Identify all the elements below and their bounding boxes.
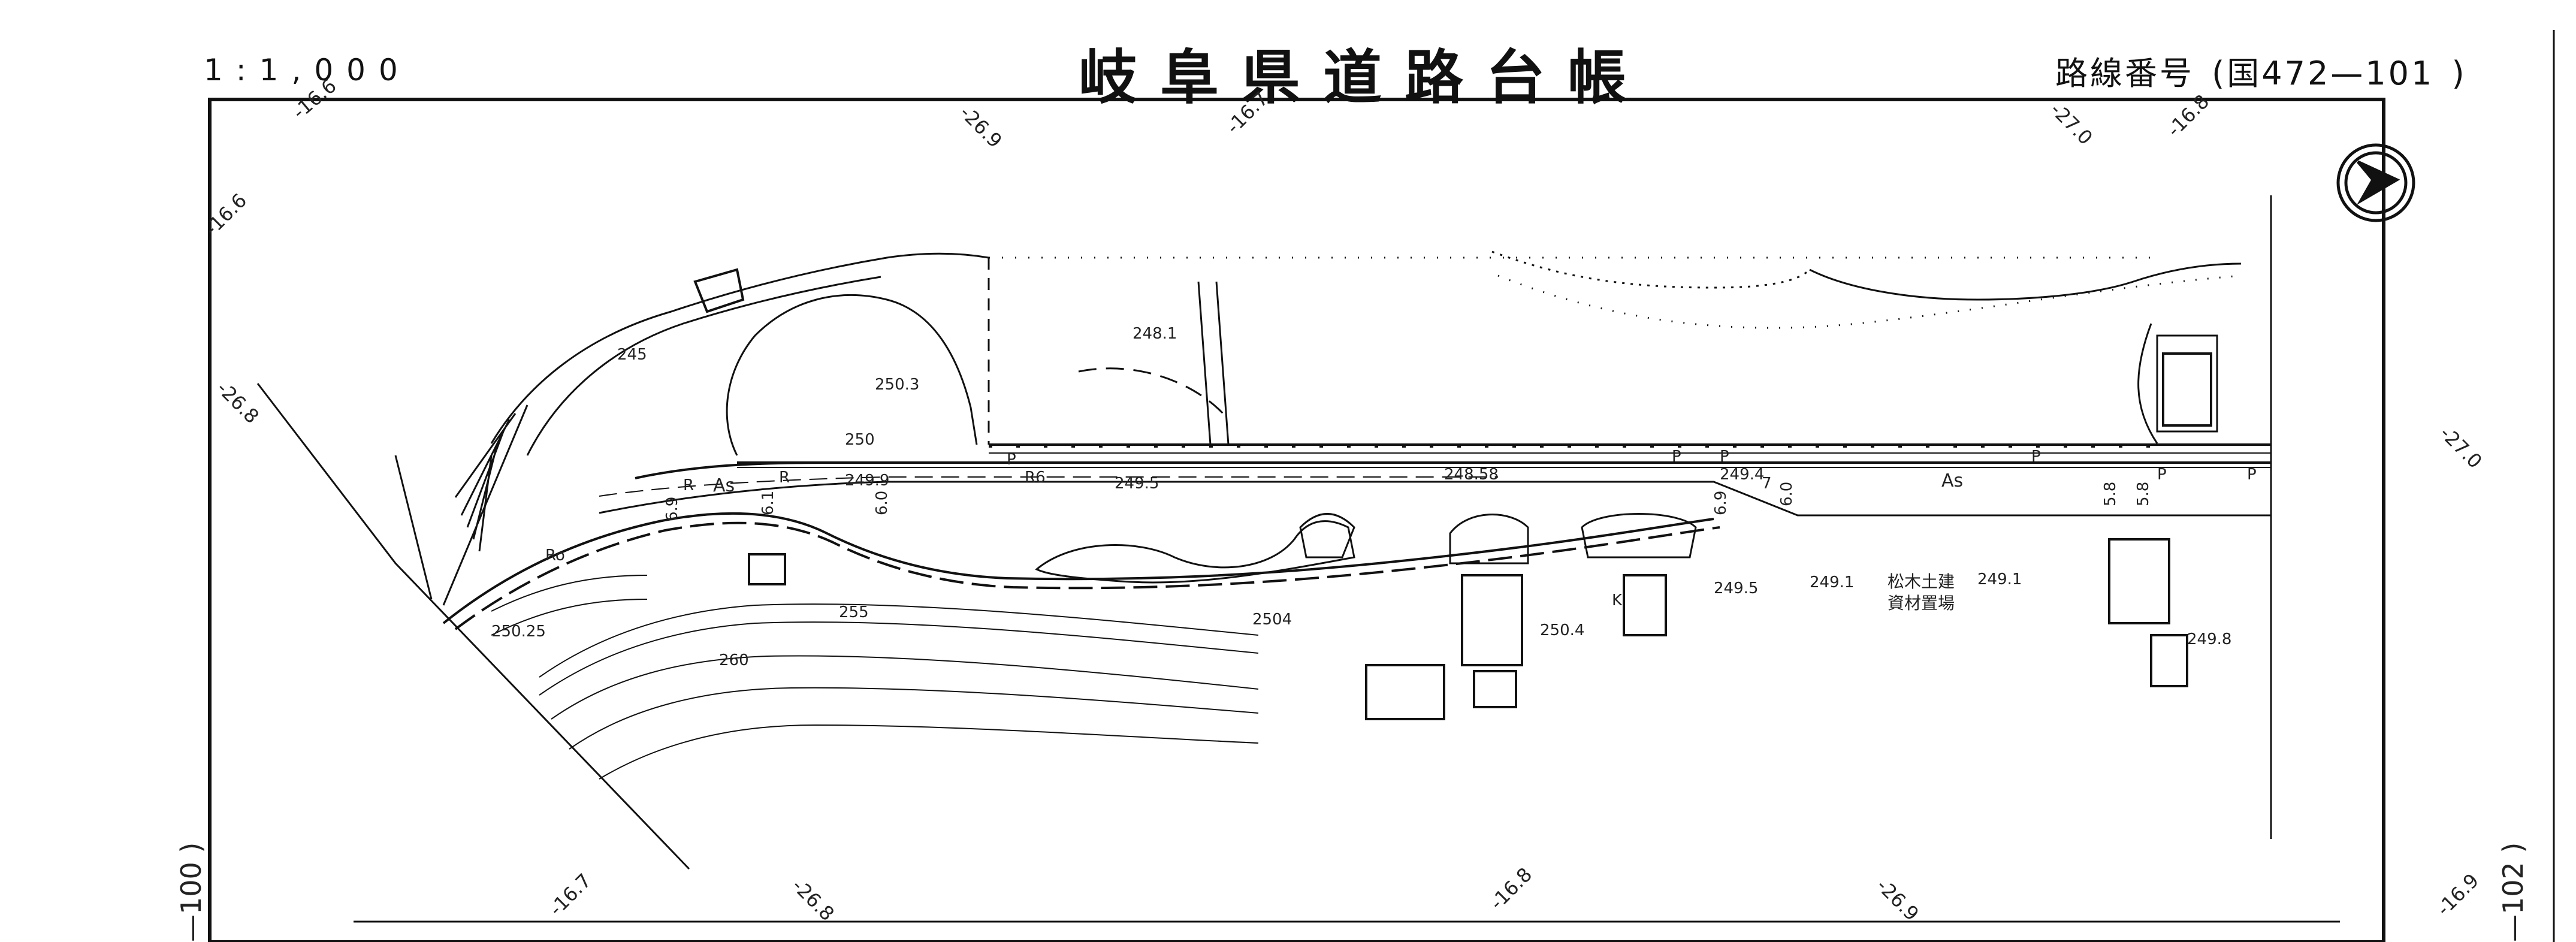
buildings [693,268,2212,720]
elevation-label: 250.4 [1540,621,1584,639]
width-label: 5.8 [2134,482,2152,506]
north-arrow-icon [2336,143,2415,222]
marker-label: P [2247,466,2257,484]
elevation-label: 250.3 [875,376,919,394]
marker-label: Ro [545,547,565,564]
marker-label: P [2031,448,2041,466]
elevation-label: 248.58 [1444,466,1499,484]
width-label: 6.0 [873,491,891,515]
grid-label: -16.9 [2432,869,2483,920]
grid-label: -16.7 [1222,87,1273,138]
grid-label: -16.6 [200,189,251,240]
marker-label: P [1672,448,1681,466]
road-surface-label: As [713,475,735,496]
map-scale: 1:1,000 [204,53,411,87]
sheet-number-left: —100 ) [175,843,207,942]
contour-label: 245 [617,346,647,364]
sheet-number-right: —102 ) [2497,843,2529,942]
width-label: 6.9 [1712,491,1730,515]
contour-lines [491,575,1259,780]
grid-label: -26.8 [212,377,263,428]
slope-hatching [256,383,690,870]
width-label: 6.9 [663,497,681,521]
elevation-label: 249.1 [1810,573,1854,591]
marker-label: P [1007,451,1016,469]
business-name: 松木土建 [1888,572,1955,591]
route-prefix: 路線番号 [2055,55,2194,92]
marker-label: P [1720,448,1729,466]
marker-label: R6 [1025,469,1046,487]
grid-label: -26.9 [1872,874,1923,925]
grid-label: -26.9 [955,101,1006,152]
grid-label: -27.0 [2435,422,2486,473]
field-boundaries [490,250,2242,456]
marker-label: R [779,469,790,487]
contour-label: 255 [839,603,869,621]
grid-label: -27.0 [2046,98,2097,149]
elevation-label: 248.1 [1133,325,1177,343]
marker-label: K [1612,591,1623,609]
route-number: 路線番号 (国472—101 ) [2055,47,2467,94]
business-name: 資材置場 [1888,593,1955,613]
map-frame [208,98,2385,942]
width-label: 6.1 [759,491,777,515]
marker-label: P [2157,466,2167,484]
elevation-label: 249.5 [1115,475,1159,493]
road-surface-label: As [1941,470,1963,491]
elevation-label: 249.5 [1714,579,1758,597]
grid-label: -26.8 [787,874,838,925]
road-lines [442,443,2271,630]
grid-label: -16.8 [1485,863,1536,914]
route-close: ) [2451,55,2467,92]
width-label: 5.8 [2101,482,2119,506]
elevation-label: 250 [845,431,875,449]
elevation-label: 250.25 [491,623,546,641]
elevation-label: 249.8 [2187,630,2231,648]
elevation-label: 249.4 [1720,466,1764,484]
traffic-islands [1035,513,1697,584]
width-label: 7 [1762,475,1772,493]
contour-label: 260 [719,651,749,669]
elevation-label: 249.1 [1977,570,2022,588]
slope-symbols [989,256,2242,329]
width-label: 6.0 [1778,482,1796,506]
marker-label: R [683,476,694,494]
route-open: (国 [2212,55,2262,92]
elevation-label: 2504 [1252,611,1292,629]
route-value: 472—101 [2261,55,2435,92]
grid-label: -16.7 [545,869,596,920]
elevation-label: 249.9 [845,472,889,490]
